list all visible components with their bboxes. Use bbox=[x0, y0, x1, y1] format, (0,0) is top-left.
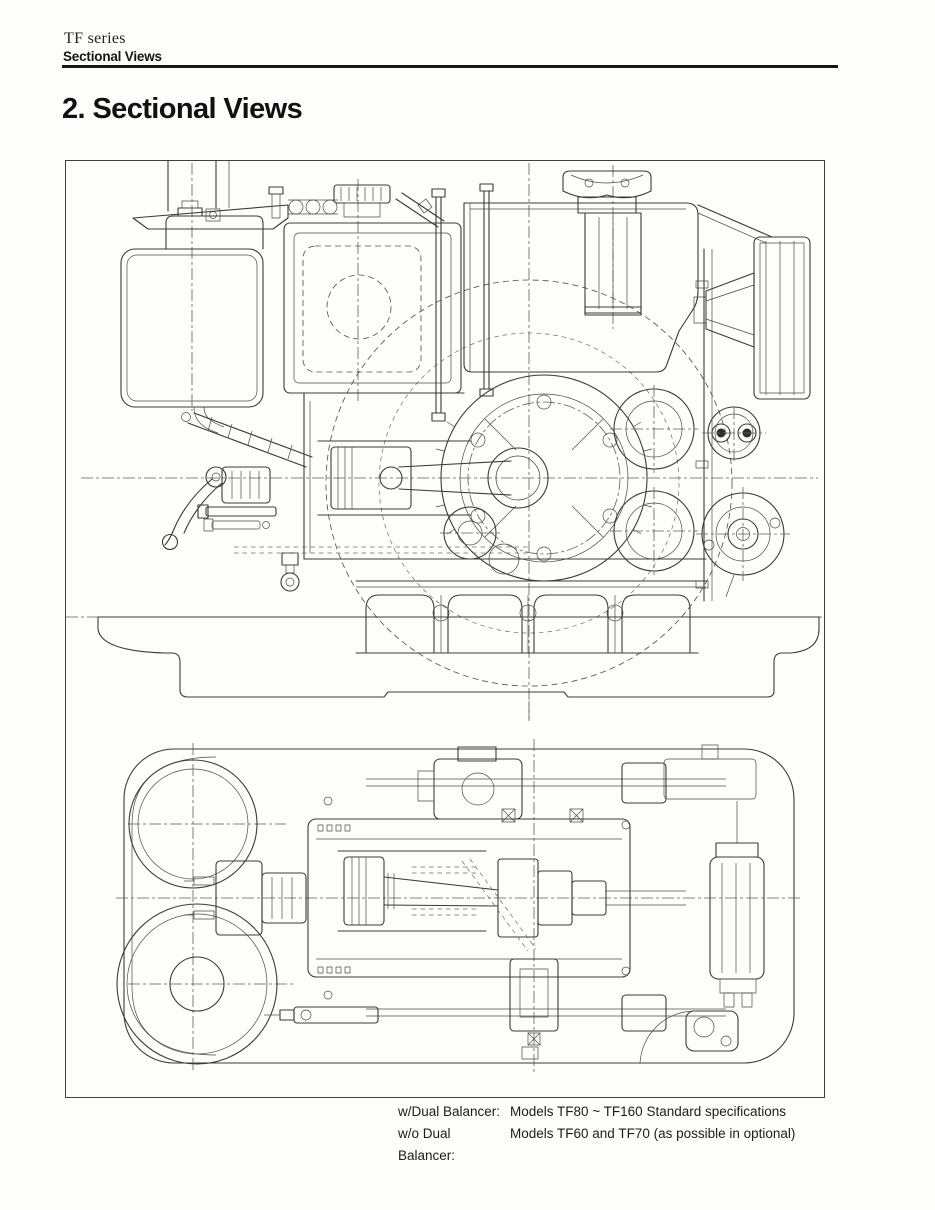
plan-piston-conrod bbox=[337, 850, 499, 932]
head-studs bbox=[431, 183, 494, 422]
plan-filter-cylinder bbox=[709, 801, 765, 1008]
fuel-tank bbox=[463, 202, 699, 373]
mounting-base bbox=[97, 616, 820, 721]
caption-row-without-balancer: w/o Dual Balancer: Models TF60 and TF70 … bbox=[398, 1123, 795, 1167]
exhaust-pipe-lines bbox=[132, 161, 289, 230]
figure-frame bbox=[65, 160, 825, 1098]
oil-filler-boss bbox=[702, 406, 766, 461]
plan-right-bracket bbox=[663, 744, 757, 800]
balancer-gears bbox=[610, 385, 698, 575]
crankcase-block bbox=[303, 392, 707, 560]
piston-conrod bbox=[330, 446, 549, 510]
page-title: 2. Sectional Views bbox=[62, 93, 303, 125]
pto-pulley bbox=[696, 487, 790, 598]
injection-pump-governor bbox=[161, 412, 528, 592]
header-rule bbox=[62, 65, 838, 68]
top-sectional-view-drawing bbox=[66, 161, 822, 721]
crank-gear-assembly bbox=[435, 374, 653, 582]
plan-timing-gears bbox=[417, 746, 523, 820]
caption-label: w/Dual Balancer: bbox=[398, 1104, 501, 1119]
header-section: Sectional Views bbox=[63, 49, 162, 64]
air-cleaner bbox=[562, 170, 652, 316]
filler-cap bbox=[333, 184, 391, 218]
plan-crank-hub bbox=[184, 860, 307, 936]
header-series: TF series bbox=[64, 30, 126, 47]
caption-label: w/o Dual Balancer: bbox=[398, 1126, 456, 1163]
plan-balancer-shafts bbox=[366, 762, 726, 1032]
top-view-centerlines bbox=[66, 163, 822, 721]
plan-oil-pump bbox=[639, 1010, 739, 1064]
plan-misc-bolts bbox=[323, 796, 631, 1000]
flywheel-shroud bbox=[693, 204, 811, 602]
cooling-tank bbox=[120, 200, 264, 434]
figure-caption: w/Dual Balancer: Models TF80 ~ TF160 Sta… bbox=[398, 1101, 795, 1167]
bottom-sectional-view-drawing bbox=[116, 739, 802, 1073]
plan-crank-journals bbox=[497, 808, 686, 938]
flywheel-dashed-circle bbox=[325, 279, 733, 687]
plan-flywheel-circles bbox=[116, 759, 278, 1065]
plan-starter-shaft bbox=[264, 1006, 379, 1024]
sectional-views-figure bbox=[66, 161, 822, 1073]
sump-arches bbox=[355, 580, 707, 654]
caption-row-with-balancer: w/Dual Balancer: Models TF80 ~ TF160 Sta… bbox=[398, 1101, 795, 1123]
caption-value: Models TF80 ~ TF160 Standard specificati… bbox=[510, 1104, 787, 1119]
cylinder-hopper bbox=[283, 222, 462, 394]
plan-fuel-pump bbox=[461, 858, 559, 1060]
caption-value: Models TF60 and TF70 (as possible in opt… bbox=[510, 1126, 796, 1141]
cam-gears bbox=[440, 506, 520, 575]
rocker-gear bbox=[288, 192, 445, 228]
